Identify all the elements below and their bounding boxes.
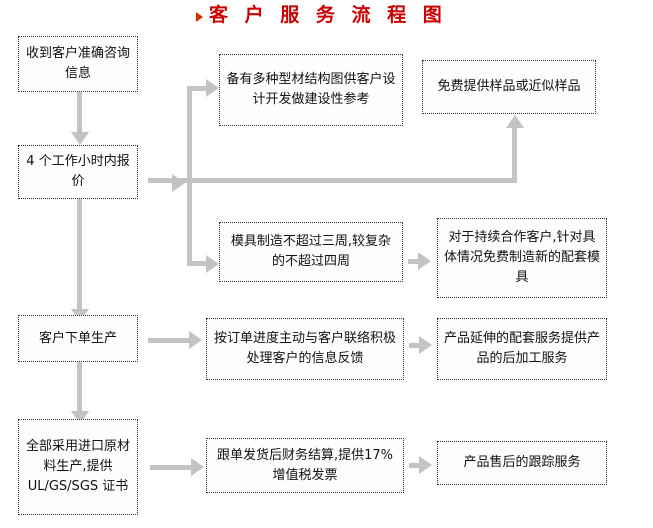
connector-n10-n11-arrowhead <box>191 458 204 476</box>
node-label: 客户下单生产 <box>38 330 117 346</box>
connector-n1-n4-arrowhead <box>71 132 89 145</box>
node-label: 对于持续合作客户,针对具体情况免费制造新的配套模具 <box>444 230 601 285</box>
node-order-progress-feedback[interactable]: 按订单进度主动与客户联络积极处理客户的信息反馈 <box>206 318 404 380</box>
triangle-right-icon <box>196 11 203 22</box>
connector-n8-n9-arrowhead <box>419 336 432 354</box>
connector-n4-n3-horizontal <box>190 178 517 183</box>
node-label: 全部采用进口原材料生产,提供 UL/GS/SGS 证书 <box>25 439 130 494</box>
node-label: 备有多种型材结构图供客户设计开发做建设性参考 <box>226 72 396 107</box>
chart-title-text: 客 户 服 务 流 程 图 <box>209 4 447 26</box>
node-label: 产品延伸的配套服务提供产品的后加工服务 <box>444 331 601 366</box>
connector-n7-n8-line <box>148 338 196 343</box>
node-label: 收到客户准确咨询信息 <box>25 46 130 81</box>
node-label: 产品售后的跟踪服务 <box>463 455 581 470</box>
node-after-sales-tracking[interactable]: 产品售后的跟踪服务 <box>437 441 607 485</box>
chart-title: 客 户 服 务 流 程 图 <box>196 2 447 28</box>
node-imported-materials-certificates[interactable]: 全部采用进口原材料生产,提供 UL/GS/SGS 证书 <box>18 419 138 515</box>
node-customer-order-production[interactable]: 客户下单生产 <box>18 315 138 362</box>
node-label: 跟单发货后财务结算,提供17%增值税发票 <box>216 447 394 483</box>
node-label: 模具制造不超过三周,较复杂的不超过四周 <box>230 234 392 269</box>
connector-branch-n2-line <box>187 86 214 91</box>
node-receive-inquiry[interactable]: 收到客户准确咨询信息 <box>18 36 138 92</box>
connector-branch-n5-line <box>187 261 214 266</box>
connector-branch-n2-arrowhead <box>206 79 219 97</box>
connector-branch-n5-arrowhead <box>206 255 219 273</box>
connector-n8-n9-line <box>409 343 425 348</box>
connector-n4-branch-line <box>148 178 190 183</box>
node-free-samples[interactable]: 免费提供样品或近似样品 <box>422 60 596 114</box>
connector-n4-n7-line <box>77 199 82 312</box>
connector-n7-n8-arrowhead <box>189 331 202 349</box>
node-settlement-vat-invoice[interactable]: 跟单发货后财务结算,提供17%增值税发票 <box>206 438 404 493</box>
connector-n11-n12-arrowhead <box>419 456 432 474</box>
connector-n5-n6-line <box>408 259 424 264</box>
node-label: 按订单进度主动与客户联络积极处理客户的信息反馈 <box>213 331 396 366</box>
node-mold-lead-time[interactable]: 模具制造不超过三周,较复杂的不超过四周 <box>219 222 403 282</box>
connector-n7-n10-line <box>77 362 82 414</box>
connector-n10-n11-line <box>150 465 198 470</box>
connector-n1-n4-line <box>77 92 82 134</box>
connector-branch-trunk <box>187 86 192 266</box>
connector-n5-n6-arrowhead <box>418 252 431 270</box>
connector-n11-n12-line <box>409 463 425 468</box>
node-free-new-molds[interactable]: 对于持续合作客户,针对具体情况免费制造新的配套模具 <box>437 218 607 298</box>
node-label: 免费提供样品或近似样品 <box>437 79 581 94</box>
connector-n4-n3-arrowhead <box>506 115 524 128</box>
node-profile-drawings[interactable]: 备有多种型材结构图供客户设计开发做建设性参考 <box>219 54 403 126</box>
node-quote-4-hours[interactable]: 4 个工作小时内报价 <box>18 145 138 199</box>
node-post-processing-service[interactable]: 产品延伸的配套服务提供产品的后加工服务 <box>437 318 607 380</box>
connector-n4-branch-arrowhead <box>172 174 185 192</box>
node-label: 4 个工作小时内报价 <box>26 154 130 189</box>
connector-n4-n3-vertical <box>512 128 517 183</box>
